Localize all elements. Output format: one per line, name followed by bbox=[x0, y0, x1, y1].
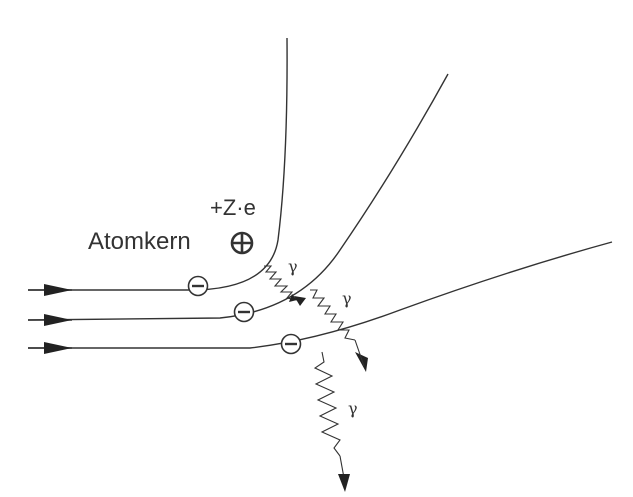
photon-2-label: γ bbox=[342, 289, 352, 308]
photon-1: γ bbox=[264, 257, 306, 306]
photon-3: γ bbox=[313, 351, 358, 492]
electron-marker-3 bbox=[280, 333, 302, 355]
electron-marker-2 bbox=[233, 301, 255, 323]
electron-marker-1 bbox=[187, 275, 209, 297]
incoming-arrow-2 bbox=[28, 314, 72, 326]
electron-path-1 bbox=[28, 37, 288, 291]
photon-2: γ bbox=[310, 289, 368, 372]
incoming-arrow-1 bbox=[28, 284, 72, 296]
incoming-arrow-3 bbox=[28, 342, 72, 354]
electron-path-3 bbox=[28, 241, 613, 349]
photon-1-label: γ bbox=[288, 257, 298, 276]
nucleus-plus-icon bbox=[230, 231, 254, 255]
nucleus-label: Atomkern bbox=[88, 228, 191, 255]
photon-3-label: γ bbox=[348, 399, 358, 418]
electron-path-2 bbox=[27, 73, 449, 321]
nucleus-charge-label: +Z·e bbox=[210, 195, 256, 220]
